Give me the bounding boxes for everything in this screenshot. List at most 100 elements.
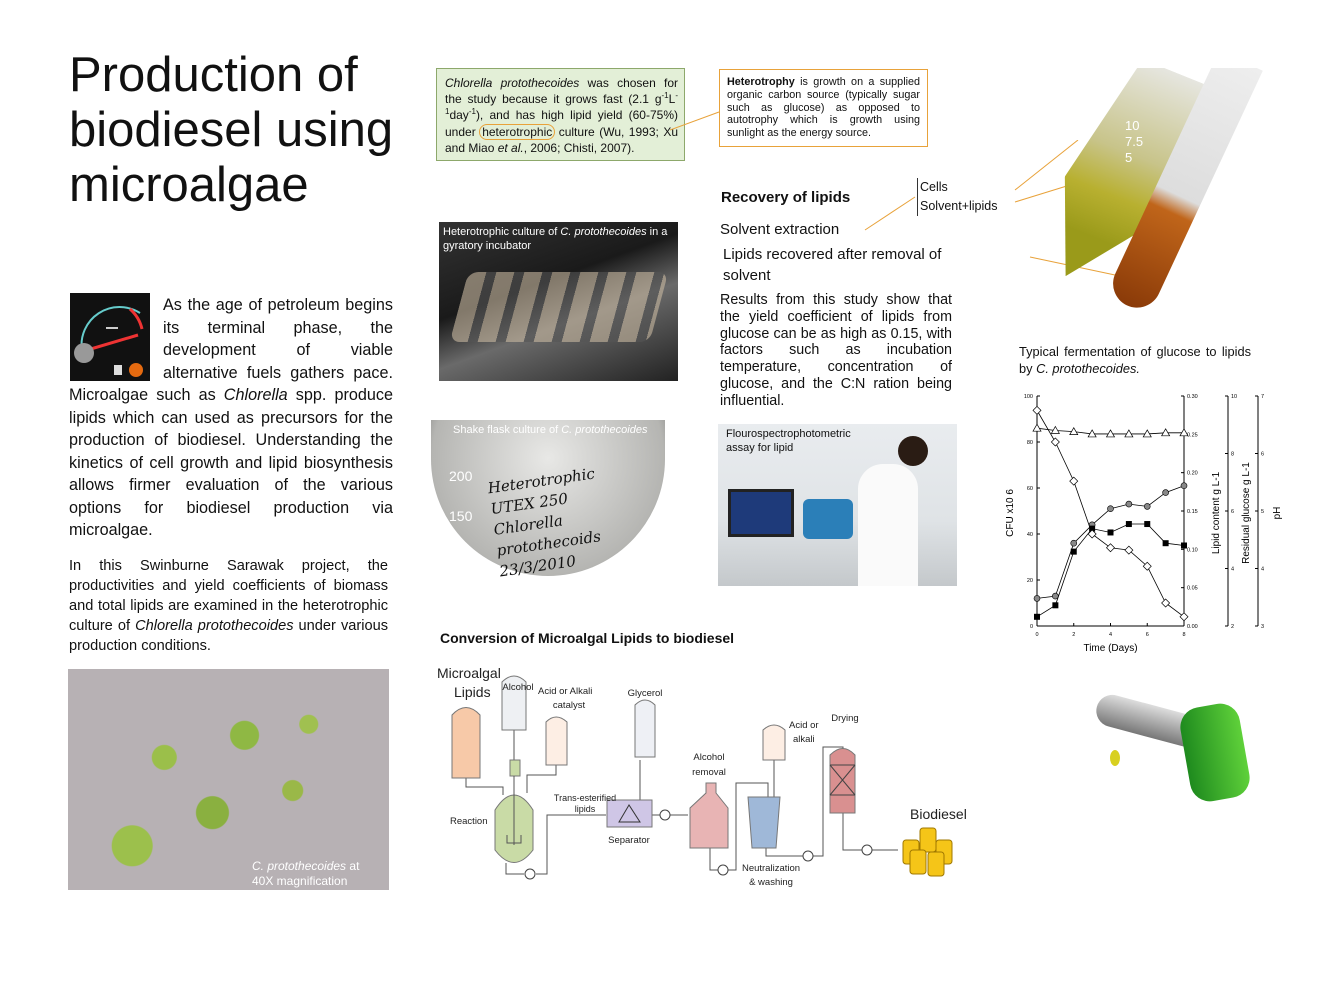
connector-line [670,111,720,131]
data-point-lipid [1125,521,1132,528]
t: 100 [449,548,473,564]
x-tick-label: 6 [1146,632,1149,638]
data-point-ph [1087,429,1097,438]
t: in a gyratory incubator [443,226,668,252]
data-point-lipid [1070,548,1077,555]
y-tick-label: 100 [1024,394,1033,400]
data-point-lipid [1089,525,1096,532]
text: , 2006; Chisti, 2007). [523,140,635,155]
lab-caption: Flourospectrophotometric assay for lipid [726,428,851,454]
y-tick-label: 8 [1231,452,1234,458]
label: & washing [749,877,793,888]
species-name: Chlorella protothecoides [445,76,580,90]
text: day [449,108,469,123]
incubator-caption: Heterotrophic culture of C. protothecoid… [443,225,673,253]
y-tick-label: 5 [1261,509,1264,515]
y-tick-label: 40 [1027,532,1033,538]
label: catalyst [553,700,586,711]
data-point-glucose [1179,612,1189,622]
fermentation-chart: 0204060801000.000.050.100.150.200.250.30… [1005,394,1283,654]
y-axis-label: CFU x10 6 [1005,489,1016,537]
label-cells: Cells [920,180,948,194]
recovery-step-1: Solvent extraction [720,221,840,238]
data-point-glucose [1142,561,1152,571]
data-point-glucose [1032,405,1042,415]
y-tick-label: 0.10 [1187,547,1198,553]
y-tick-label: 4 [1261,567,1264,573]
y-tick-label: 0.25 [1187,432,1198,438]
data-point-lipid [1162,540,1169,547]
data-point-glucose [1161,598,1171,608]
y-axis-label: Residual glucose g L-1 [1241,462,1252,564]
project-text-rest: under various production conditions. [69,617,388,654]
label: removal [692,767,726,778]
y-tick-label: 80 [1027,440,1033,446]
shake-flask-photo: Shake flask culture of C. protothecoides… [431,420,665,577]
data-point-lipid [1034,613,1040,620]
process-diagram: Microalgal Lipids Alcohol Acid or Alkali… [437,665,967,888]
label-solvent-lipids: Solvent+lipids [920,199,998,213]
text: ), and has high lipid yield (60-75%) und… [445,108,678,139]
poster-title: Production of biodiesel using microalgae [69,48,394,212]
data-point-ph [1142,429,1152,438]
flask-caption: Shake flask culture of C. protothecoides [453,423,647,437]
t: 10 [1125,118,1140,133]
data-point-ph [1124,429,1134,438]
label: Glycerol [628,688,663,699]
project-text: In this Swinburne Sarawak project, the p… [69,557,388,634]
t: Lipids recovered after removal of solven… [723,246,942,284]
data-point-cfu [1162,489,1169,496]
t: C. protothecoides [560,226,647,238]
barrels-icon [902,827,953,877]
caption-text: at 40X magnification [252,859,360,888]
label: Alcohol [693,752,724,763]
microscope-image: C. protothecoides at 40X magnification [68,669,389,890]
microscope-caption: C. protothecoides at 40X magnification [252,859,382,889]
series-line [1036,485,1185,599]
sup: -1 [445,91,678,117]
data-point-ph [1050,425,1060,434]
y-tick-label: 0.05 [1187,586,1198,592]
data-point-lipid [1181,542,1187,549]
x-tick-label: 4 [1109,632,1112,638]
data-point-cfu [1070,539,1078,547]
t: C. protothecoides [561,424,648,436]
data-point-ph [1161,428,1171,437]
label: Biodiesel [910,806,967,822]
et-al: et al. [497,140,524,155]
y-tick-label: 3 [1261,624,1264,630]
project-italic: Chlorella protothecoides [135,617,294,634]
sup: -1 [661,91,669,101]
data-point-lipid [1052,602,1059,609]
x-tick-label: 0 [1035,632,1038,638]
x-tick-label: 2 [1072,632,1075,638]
y-tick-label: 0 [1030,624,1033,630]
results-text: Results from this study show that the yi… [720,292,952,409]
definition: is growth on a supplied organic carbon s… [727,76,920,140]
species-info-box: Chlorella protothecoides was chosen for … [436,68,685,162]
data-point-cfu [1125,500,1133,508]
project-paragraph: In this Swinburne Sarawak project, the p… [69,556,388,656]
label: lipids [575,804,596,814]
label: Neutralization [742,863,800,874]
lab-photo: Flourospectrophotometric assay for lipid [718,424,957,586]
y-tick-label: 20 [1027,578,1033,584]
x-axis-label: Time (Days) [1083,643,1137,654]
t: Shake flask culture of [453,424,562,436]
recovery-step-2: Lipids recovered after removal of solven… [723,244,983,286]
label: Trans-esterified [554,793,616,803]
pumps [524,809,873,880]
y-tick-label: 0.15 [1187,509,1198,515]
fuel-gauge-icon [70,293,150,381]
data-point-ph [1179,428,1189,437]
label: Microalgal [437,665,501,681]
term: Heterotrophy [727,76,795,88]
y-tick-label: 10 [1231,394,1237,400]
sup: -1 [468,107,476,117]
label: Separator [608,835,650,846]
recovery-heading: Recovery of lipids [721,189,851,206]
y-tick-label: 0.00 [1187,624,1198,630]
